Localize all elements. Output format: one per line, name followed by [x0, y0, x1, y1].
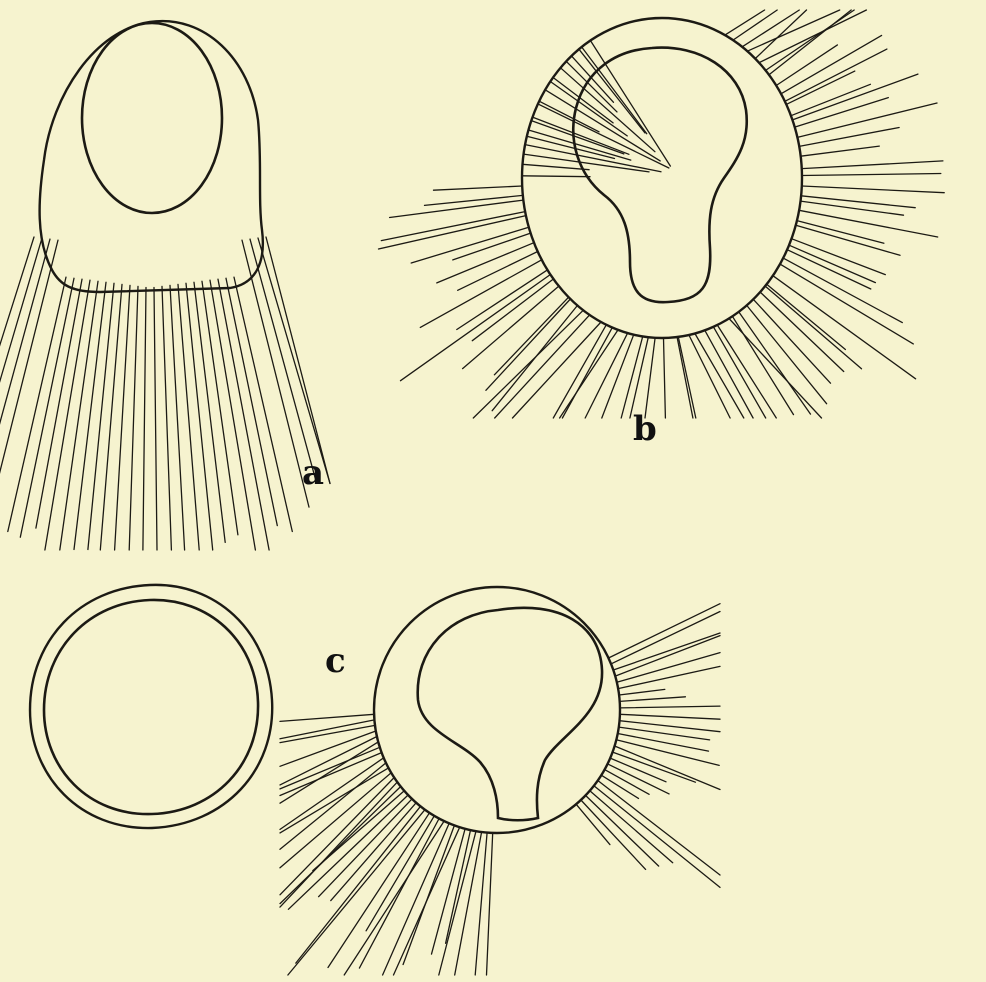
cilium-line [799, 128, 899, 147]
cilium-line [786, 71, 855, 104]
cilium-line [425, 195, 523, 205]
cilium-line [780, 264, 913, 344]
cilium-line [769, 10, 851, 75]
figure-b-body [522, 18, 802, 338]
cilium-line [562, 328, 612, 418]
cilium-line [210, 280, 255, 550]
cilium-line [492, 306, 577, 411]
cilium-line [802, 174, 941, 176]
cilium-line [579, 49, 645, 133]
figure-b-cilia [379, 10, 945, 418]
cilium-line [379, 216, 526, 249]
cilium-line [0, 238, 42, 488]
cilium-line [620, 721, 721, 732]
figure-a [0, 21, 330, 550]
cilium-line [545, 90, 660, 161]
cilium-line [729, 319, 822, 419]
cilium-line [689, 335, 730, 418]
cilium-line [36, 279, 82, 528]
cilium-line [266, 237, 330, 484]
cilium-line [129, 286, 138, 550]
cilium-line [487, 833, 493, 975]
label-c: c [325, 641, 346, 681]
cilium-line [566, 61, 617, 112]
cilium-line [802, 186, 944, 193]
cilium-line [801, 196, 915, 208]
cilium-line [154, 288, 157, 551]
figure-a-nucleus [82, 23, 222, 213]
cilium-line [280, 787, 401, 904]
cilium-line [609, 604, 721, 658]
cilium-line [759, 10, 866, 63]
cilium-line [695, 334, 744, 419]
cilium-line [664, 338, 666, 418]
cilium-line [792, 239, 886, 275]
cilium-line [226, 278, 277, 525]
cilium-line [143, 288, 146, 551]
cilium-line [280, 714, 374, 721]
cilium-line [560, 330, 618, 418]
cilium-line [590, 41, 670, 167]
cilium-line [766, 10, 855, 70]
cilium-line [801, 146, 880, 156]
cilium-line [619, 689, 665, 695]
cilium-line [613, 633, 720, 670]
cilium-line [280, 725, 375, 742]
figure-c-nucleus [418, 608, 602, 820]
cilium-line [586, 795, 659, 866]
cilium-line [747, 305, 827, 403]
cilium-line [618, 734, 709, 752]
figure-c-cilia [280, 604, 720, 975]
figure-c-cyst [30, 585, 272, 828]
cilium-line [162, 286, 171, 550]
cilium-line [739, 312, 811, 414]
cilium-line [791, 84, 870, 115]
cilium-line [594, 786, 720, 888]
cilium-line [100, 284, 122, 550]
cilium-line [523, 164, 590, 169]
cilium-line [785, 49, 887, 101]
cilium-line [799, 210, 938, 237]
cilium-line [677, 337, 693, 418]
cilium-line [793, 74, 918, 120]
cilium-line [344, 821, 444, 975]
cilium-line [434, 186, 523, 190]
cilium-line [115, 285, 130, 550]
cilium-line [645, 338, 655, 418]
cilium-line [0, 240, 58, 486]
figure-a-cilia [0, 237, 330, 550]
cilium-line [678, 337, 696, 418]
cilium-line [411, 227, 529, 263]
label-a: a [302, 453, 324, 493]
cilium-line [582, 47, 647, 134]
cilium-line [280, 763, 386, 849]
cilium-line [713, 327, 765, 418]
cilium-line [620, 706, 720, 708]
cilium-line [802, 161, 943, 169]
cilium-line [280, 773, 391, 868]
cilium-line [170, 285, 185, 550]
cilium-line [620, 697, 686, 702]
cilium-line [366, 816, 434, 931]
cilium-line [796, 225, 900, 255]
cilium-line [178, 284, 199, 550]
cilium-line [522, 176, 590, 177]
cilium-line [280, 720, 374, 739]
figure-c-right [280, 587, 720, 975]
cilium-line [732, 316, 793, 414]
cilium-line [598, 781, 720, 876]
cilium-line [767, 284, 846, 349]
figure-a-body [40, 21, 263, 292]
cilium-line [242, 240, 309, 507]
cilium-line [620, 714, 720, 719]
label-b: b [633, 409, 657, 449]
cilium-line [328, 813, 430, 968]
cilium-line [753, 299, 830, 383]
figure-b [379, 10, 945, 418]
cilium-line [590, 791, 673, 863]
cilium-line [576, 804, 610, 844]
cilium-line [45, 280, 90, 550]
cilium-line [553, 325, 606, 418]
